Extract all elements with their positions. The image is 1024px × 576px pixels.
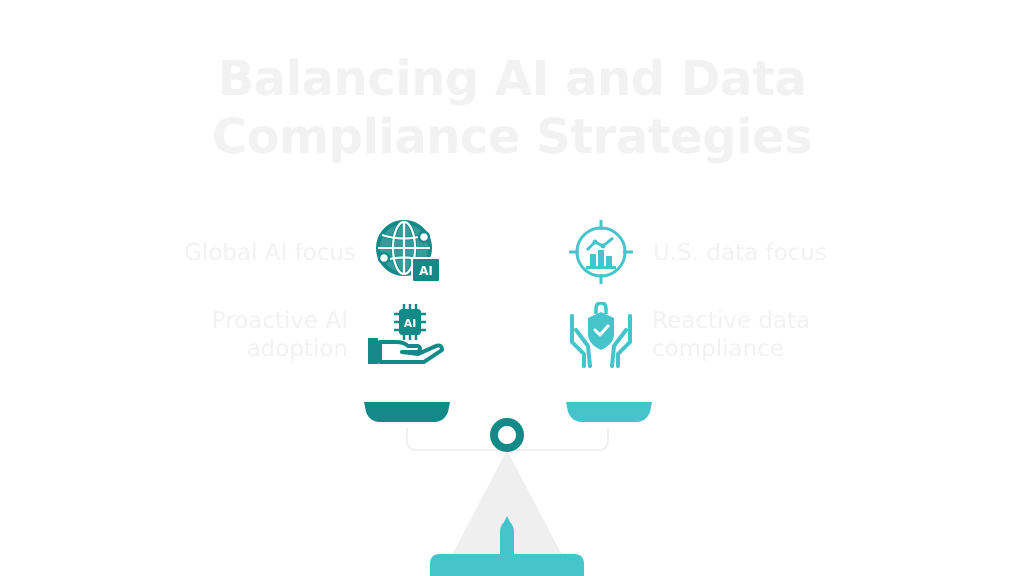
right-pan (566, 402, 652, 422)
target-chart-icon (566, 218, 636, 286)
page-title: Balancing AI and Data Compliance Strateg… (0, 50, 1024, 166)
label-global-ai-focus: Global AI focus (184, 240, 356, 266)
pivot-ring (490, 418, 524, 452)
title-line-1: Balancing AI and Data (217, 51, 807, 107)
label-proactive-ai-adoption: Proactive AI adoption (211, 308, 348, 362)
scale-needle (500, 516, 514, 554)
hand-ai-chip-icon: AI (366, 302, 446, 366)
title-line-2: Compliance Strategies (211, 109, 813, 165)
hands-shield-lock-icon (566, 301, 636, 368)
label-reactive-data-compliance: Reactive data compliance (652, 308, 811, 362)
hand-ai-badge: AI (404, 317, 417, 330)
globe-ai-icon: AI (372, 218, 442, 284)
globe-ai-badge: AI (419, 264, 433, 278)
scale-base (430, 554, 584, 576)
scale-stand (452, 450, 562, 555)
label-us-data-focus: U.S. data focus (653, 240, 827, 266)
left-pan (364, 402, 450, 422)
